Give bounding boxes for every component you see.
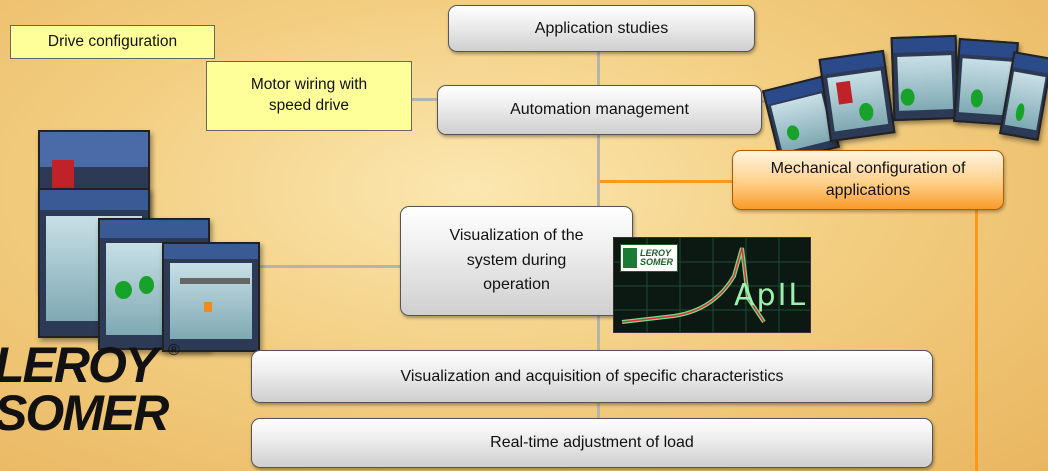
app-screen-2	[818, 49, 896, 143]
screens-connector	[258, 265, 404, 268]
visualization-system-label-line2: system during	[466, 251, 567, 269]
mechanical-connector	[600, 180, 734, 183]
visualization-system-box[interactable]: Visualization of the system during opera…	[400, 206, 633, 316]
screenshot-conveyor	[162, 242, 260, 352]
apile-brand-line2: SOMER	[640, 257, 674, 267]
logo-line-leroy: LEROY	[0, 337, 158, 393]
automation-link	[412, 98, 437, 101]
app-screen-3	[890, 34, 960, 122]
leroy-somer-logo: LEROY SOMER ®	[0, 336, 194, 456]
apile-grid	[614, 238, 810, 332]
apile-software-logo: LEROY SOMER ApILE	[613, 237, 811, 333]
visualization-acquisition-label: Visualization and acquisition of specifi…	[400, 367, 784, 385]
automation-management-label: Automation management	[510, 101, 689, 118]
motor-wiring-box[interactable]: Motor wiring with speed drive	[206, 61, 412, 131]
visualization-system-label-line1: Visualization of the	[449, 226, 584, 244]
apile-product-name: ApILE	[734, 278, 810, 313]
mechanical-feedback-line	[975, 208, 978, 471]
logo-line-somer: SOMER	[0, 385, 169, 441]
apile-brand-line1: LEROY	[640, 248, 672, 258]
apile-brand-mark	[623, 248, 637, 268]
mechanical-configuration-label-line2: applications	[825, 182, 911, 199]
visualization-system-label-line3: operation	[483, 276, 550, 294]
drive-configuration-box[interactable]: Drive configuration	[10, 25, 215, 59]
apile-brand-badge: LEROY SOMER	[620, 244, 678, 272]
realtime-adjustment-label: Real-time adjustment of load	[490, 434, 694, 451]
mechanical-configuration-box[interactable]: Mechanical configuration of applications	[732, 150, 1004, 210]
logo-registered-mark: ®	[168, 342, 180, 359]
automation-management-box[interactable]: Automation management	[437, 85, 762, 135]
drive-configuration-label: Drive configuration	[47, 32, 178, 50]
application-screens-fan	[761, 30, 1048, 163]
motor-wiring-label-line2: speed drive	[268, 97, 350, 114]
mechanical-configuration-label-line1: Mechanical configuration of	[770, 159, 966, 177]
visualization-acquisition-box[interactable]: Visualization and acquisition of specifi…	[251, 350, 933, 403]
realtime-adjustment-box[interactable]: Real-time adjustment of load	[251, 418, 933, 468]
motor-wiring-label-line1: Motor wiring with	[250, 76, 368, 94]
system-screenshots-stack	[30, 130, 260, 355]
application-studies-box[interactable]: Application studies	[448, 5, 755, 52]
application-studies-label: Application studies	[534, 19, 669, 37]
